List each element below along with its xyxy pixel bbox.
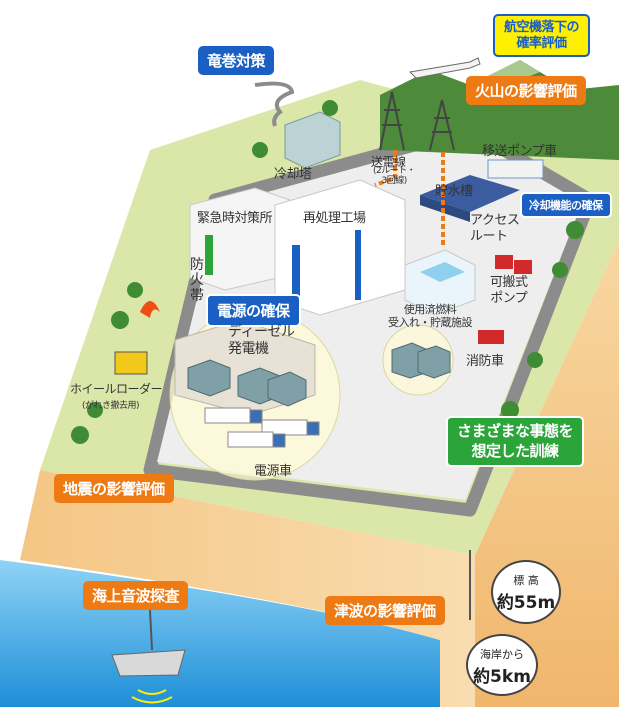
emergency-center-label: 緊急時対策所 [197,211,273,226]
portable-pump-label: 可搬式 ポンプ [490,275,528,306]
cooling-tower-label: 冷却塔 [274,167,312,182]
water-tank-label: 貯水槽 [435,184,473,199]
airplane [408,57,481,79]
transfer-pump-label: 移送ポンプ車 [482,144,557,159]
transmission-towers [379,91,455,151]
volcano-tag: 火山の影響評価 [466,76,586,105]
power-line-label: 送電線 [371,155,406,169]
power-trucks [204,407,320,448]
power-line-sub-label: (2ルート・ 3回線) [373,166,416,186]
elevation-badge: 標 高 約55m [491,560,561,624]
earthquake-tag: 地震の影響評価 [54,474,174,503]
power-line-arrow [374,150,397,187]
distance-label: 海岸から [480,648,524,661]
tornado-tag: 竜巻対策 [198,46,275,75]
spent-fuel-pool [404,249,476,316]
sonar-tag: 海上音波探査 [83,581,189,610]
spent-fuel-label: 使用済燃料 受入れ・貯蔵施設 [388,303,473,330]
training-tag: さまざまな事態を 想定した訓練 [446,416,585,467]
reprocessing-label: 再処理工場 [303,211,366,226]
elevation-value: 約55m [496,593,556,613]
fire-truck-label: 消防車 [466,354,504,369]
distance-value: 約5km [473,667,531,687]
aircraft-fall-tag: 航空機落下の 確率評価 [493,14,591,58]
access-route-label: アクセス ルート [470,213,520,244]
power-secure-tag: 電源の確保 [206,294,301,327]
elevation-label: 標 高 [513,574,539,587]
distance-badge: 海岸から 約5km [466,634,538,696]
fire [140,301,160,318]
tsunami-tag: 津波の影響評価 [325,596,445,625]
cliff-front [20,470,475,707]
cooling-tower [284,111,341,169]
cooling-secure-tag: 冷却機能の確保 [520,192,612,218]
wheel-loader-sub-label: (がれき撤去用) [82,401,140,411]
wheel-loader-label: ホイールローダー [70,382,163,396]
fire-belt-label: 防火帯 [190,257,204,304]
power-truck-label: 電源車 [254,464,292,479]
survey-ship [111,649,186,677]
tornado [254,81,295,127]
diesel-label: ディーゼル 発電機 [228,324,295,357]
trees [71,100,584,444]
